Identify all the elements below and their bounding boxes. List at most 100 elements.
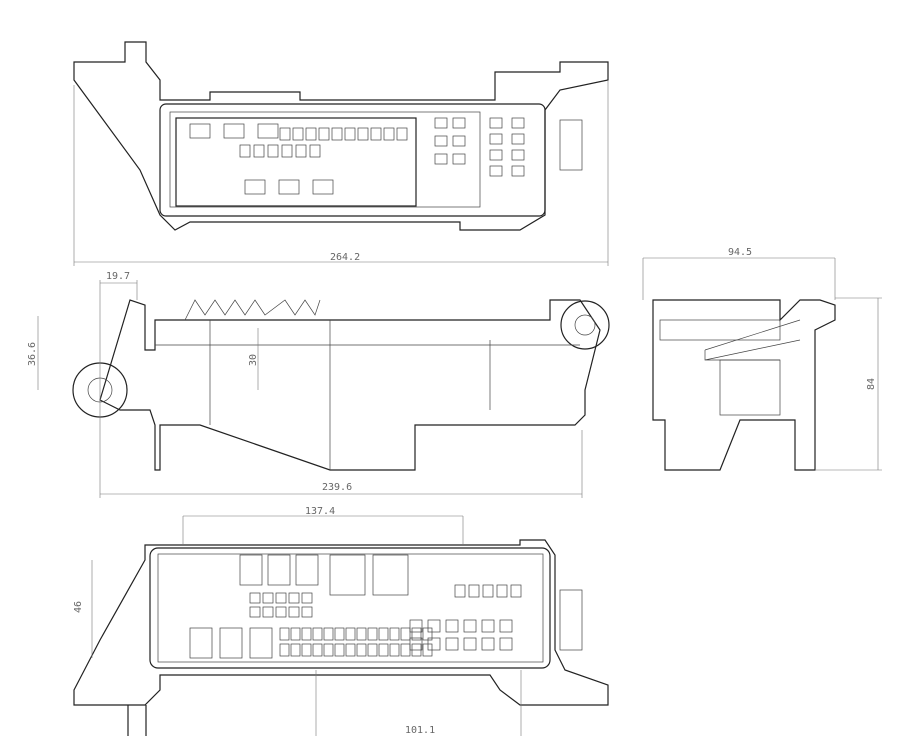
fuse-slot	[189, 627, 213, 659]
dim-bottom-inner-width: 137.4	[305, 506, 336, 517]
fuse-slot	[463, 637, 477, 651]
fuse-slot	[434, 117, 448, 129]
fuse-slot	[489, 165, 503, 177]
dim-side-height: 36.6	[27, 341, 38, 366]
fuse-slot	[331, 127, 343, 141]
fuse-slot	[489, 149, 503, 161]
fuse-slot	[511, 165, 525, 177]
fuse-slot	[295, 144, 307, 158]
fuse-slot	[409, 619, 423, 633]
fuse-slot	[329, 554, 366, 596]
fuse-slot	[452, 117, 466, 129]
fuse-slot	[367, 643, 378, 657]
fuse-slot	[345, 643, 356, 657]
fuse-slot	[463, 619, 477, 633]
fuse-slot	[445, 637, 459, 651]
fuse-slot	[496, 584, 508, 598]
dim-end-height: 84	[866, 377, 877, 390]
fuse-slot	[244, 179, 266, 195]
fuse-slot	[323, 627, 334, 641]
fuse-slot	[249, 627, 273, 659]
fuse-slot	[345, 627, 356, 641]
fuse-slot	[253, 144, 265, 158]
fuse-slot	[468, 584, 480, 598]
fuse-slot	[400, 627, 411, 641]
fuse-slot	[452, 135, 466, 147]
fuse-slot	[370, 127, 382, 141]
fuse-slot	[189, 123, 211, 139]
fuse-slot	[267, 554, 291, 586]
fuse-slot	[257, 123, 279, 139]
bottom-view	[73, 539, 609, 736]
fuse-slot	[275, 592, 287, 604]
fuse-slot	[434, 153, 448, 165]
fuse-slot	[411, 627, 422, 641]
dim-end-width: 94.5	[728, 247, 753, 258]
fuse-slot	[396, 127, 408, 141]
fuse-slot	[389, 627, 400, 641]
fuse-slot	[301, 627, 312, 641]
fuse-slot	[278, 179, 300, 195]
fuse-slot	[445, 619, 459, 633]
fuse-slot	[334, 643, 345, 657]
fuse-slot	[511, 133, 525, 145]
fuse-slot	[312, 179, 334, 195]
fuse-slot	[267, 144, 279, 158]
fuse-slot	[511, 149, 525, 161]
fuse-slot	[389, 643, 400, 657]
fuse-slot	[281, 144, 293, 158]
fuse-slot	[301, 606, 313, 618]
fuse-slot	[312, 643, 323, 657]
fuse-slot	[400, 643, 411, 657]
fuse-slot	[510, 584, 522, 598]
fuse-slot	[357, 127, 369, 141]
fuse-slot	[239, 144, 251, 158]
dim-side-offset: 19.7	[106, 271, 131, 282]
fuse-slot	[482, 584, 494, 598]
fuse-slot	[249, 606, 261, 618]
fuse-slot	[279, 643, 290, 657]
fuse-slot	[499, 619, 513, 633]
fuse-slot	[288, 592, 300, 604]
fuse-slot	[295, 554, 319, 586]
fuse-slot	[356, 627, 367, 641]
fuse-slot	[367, 627, 378, 641]
fuse-slot	[290, 643, 301, 657]
fuse-slot	[275, 606, 287, 618]
fuse-slot	[454, 584, 466, 598]
fuse-slot	[323, 643, 334, 657]
fuse-slot	[312, 627, 323, 641]
fuse-slot	[481, 637, 495, 651]
top-view	[73, 41, 609, 231]
fuse-slot	[279, 127, 291, 141]
end-view	[652, 299, 836, 471]
dim-bottom-span: 101.1	[405, 725, 436, 736]
fuse-slot	[309, 144, 321, 158]
dim-top-width: 264.2	[330, 252, 361, 263]
fuse-slot	[223, 123, 245, 139]
fuse-slot	[344, 127, 356, 141]
fuse-slot	[378, 643, 389, 657]
fuse-slot	[301, 643, 312, 657]
fuse-slot	[288, 606, 300, 618]
fuse-slot	[409, 637, 423, 651]
fuse-slot	[372, 554, 409, 596]
dim-side-width: 239.6	[322, 482, 353, 493]
fuse-slot	[378, 627, 389, 641]
fuse-slot	[249, 592, 261, 604]
fuse-slot	[334, 627, 345, 641]
fuse-slot	[290, 627, 301, 641]
fuse-slot	[422, 627, 433, 641]
fuse-slot	[356, 643, 367, 657]
fuse-slot	[452, 153, 466, 165]
dim-bottom-height: 46	[73, 600, 84, 613]
fuse-slot	[489, 117, 503, 129]
fuse-slot	[262, 592, 274, 604]
fuse-slot	[292, 127, 304, 141]
fuse-slot	[279, 627, 290, 641]
side-view	[72, 299, 610, 471]
fuse-slot	[318, 127, 330, 141]
fuse-slot	[262, 606, 274, 618]
fuse-slot	[434, 135, 448, 147]
